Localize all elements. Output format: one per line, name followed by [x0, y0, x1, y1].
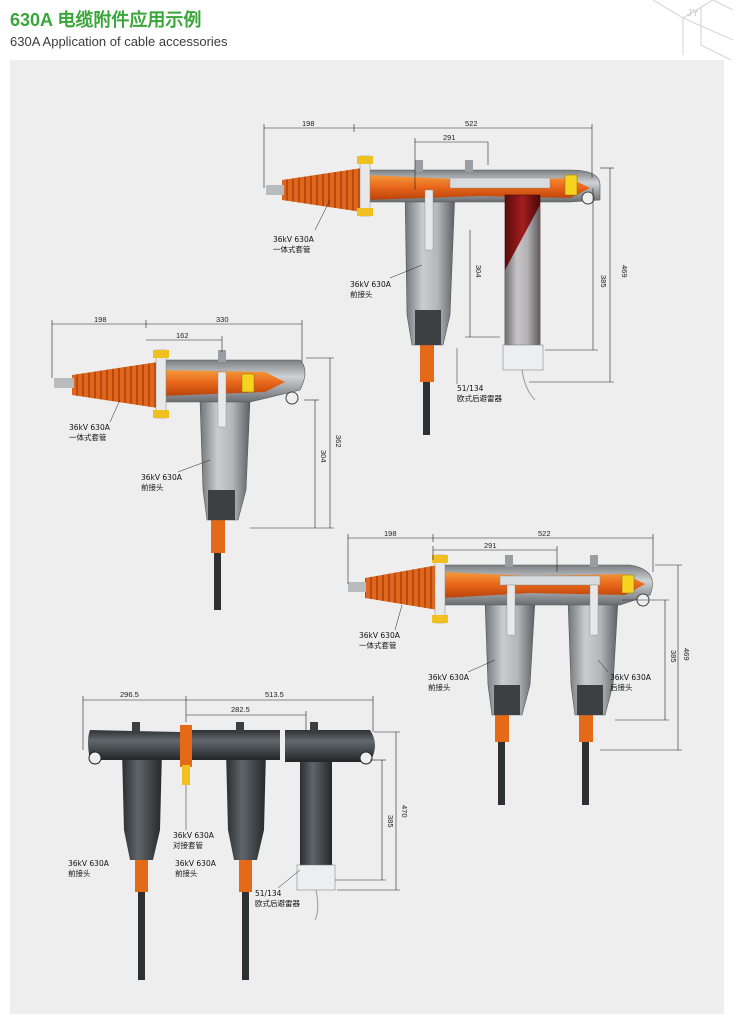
label-arrester: 欧式后避雷器 [457, 393, 502, 403]
diagram-4: 296.5 513.5 282.5 470 385 36kV 630A 前接头 … [68, 690, 409, 980]
coupling-bushing [180, 725, 192, 767]
dim-text: 470 [400, 805, 409, 818]
brand-logo: JY [652, 0, 734, 61]
diagram-canvas: 198 522 291 469 385 304 36kV 630A 一体式套管 … [51, 119, 691, 980]
dim-text: 198 [384, 529, 397, 538]
dim-text: 522 [538, 529, 551, 538]
dim-text: 291 [443, 133, 456, 142]
label-front-connector: 前接头 [141, 482, 164, 492]
dim-text: 513.5 [265, 690, 284, 699]
label-rear-connector: 后接头 [610, 682, 633, 692]
label-bushing: 36kV 630A [359, 631, 401, 640]
dim-text: 198 [302, 119, 315, 128]
label-bushing: 36kV 630A [273, 235, 315, 244]
cable-lug [420, 340, 434, 382]
dim-text: 304 [319, 450, 328, 463]
dim-text: 469 [620, 265, 629, 278]
label-front-connector: 前接头 [68, 868, 91, 878]
page-title-cn: 630A 电缆附件应用示例 [10, 10, 202, 30]
dim-text: 385 [386, 815, 395, 828]
dim-text: 296.5 [120, 690, 139, 699]
front-connector [122, 750, 162, 860]
dim-text: 304 [474, 265, 483, 278]
dim-text: 362 [334, 435, 343, 448]
diagram-2: 198 330 162 362 304 36kV 630A 一体式套管 36kV… [51, 315, 343, 610]
label-arrester: 欧式后避雷器 [255, 898, 300, 908]
label-front-connector: 前接头 [428, 682, 451, 692]
label-front-connector: 36kV 630A [141, 473, 183, 482]
label-bushing: 一体式套管 [273, 244, 311, 254]
dim-text: 385 [669, 650, 678, 663]
bushing-sheds [365, 565, 438, 610]
front-connector [226, 750, 266, 860]
dim-text: 469 [682, 648, 691, 661]
dim-text: 291 [484, 541, 497, 550]
label-coupling-bushing: 36kV 630A [173, 831, 215, 840]
label-coupling-bushing: 对接套管 [173, 840, 203, 850]
logo-text: JY [687, 8, 699, 19]
diagram-3: 198 522 291 469 385 36kV 630A 一体式套管 36kV… [347, 529, 691, 805]
label-front-connector: 前接头 [350, 289, 373, 299]
label-front-connector: 36kV 630A [175, 859, 217, 868]
diagram-1: 198 522 291 469 385 304 36kV 630A 一体式套管 … [263, 119, 629, 435]
dim-text: 162 [176, 331, 189, 340]
label-arrester: 51/134 [255, 889, 282, 898]
label-front-connector: 36kV 630A [428, 673, 470, 682]
label-front-connector: 前接头 [175, 868, 198, 878]
dim-text: 330 [216, 315, 229, 324]
label-rear-connector: 36kV 630A [610, 673, 652, 682]
label-bushing: 36kV 630A [69, 423, 111, 432]
bushing-sheds [282, 168, 362, 212]
dim-text: 198 [94, 315, 107, 324]
dim-text: 282.5 [231, 705, 250, 714]
dim-text: 522 [465, 119, 478, 128]
label-front-connector: 36kV 630A [68, 859, 110, 868]
surge-arrester [300, 750, 332, 865]
label-bushing: 一体式套管 [69, 432, 107, 442]
label-arrester: 51/134 [457, 384, 484, 393]
page-title-en: 630A Application of cable accessories [10, 34, 228, 49]
dim-text: 385 [599, 275, 608, 288]
label-front-connector: 36kV 630A [350, 280, 392, 289]
label-bushing: 一体式套管 [359, 640, 397, 650]
bushing-sheds [72, 362, 158, 408]
